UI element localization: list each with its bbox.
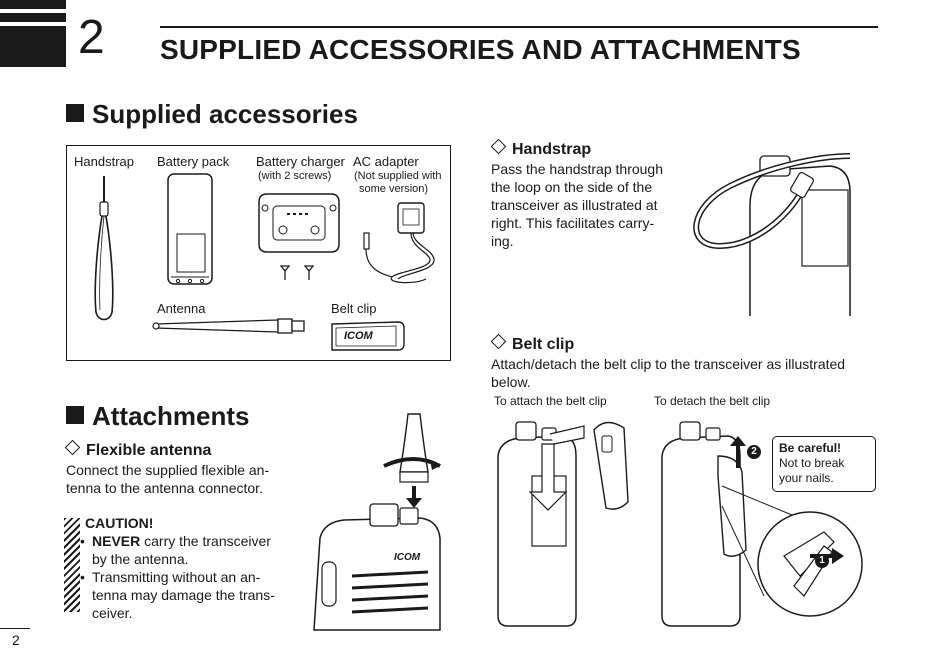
- radio-logo: ICOM: [394, 552, 421, 563]
- attachments-heading: Attachments: [66, 400, 249, 432]
- step-2-label: 2: [751, 446, 757, 457]
- supplied-accessories-heading: Supplied accessories: [66, 98, 358, 130]
- battery-charger-label: Battery charger: [256, 154, 345, 169]
- belt-clip-illustration: [331, 321, 405, 351]
- diamond-bullet-icon: [490, 138, 507, 155]
- caution-bullet: NEVER carry the transceiver by the anten…: [80, 532, 283, 568]
- belt-clip-heading: Belt clip: [490, 333, 574, 355]
- icom-logo: ICOM: [344, 330, 373, 342]
- square-bullet-icon: [66, 406, 84, 424]
- callout-line: Not to break: [779, 456, 845, 470]
- chapter-title: SUPPLIED ACCESSORIES AND ATTACHMENTS: [160, 34, 801, 65]
- caution-bullet: Transmitting without an an- tenna may da…: [80, 568, 283, 622]
- page-number: 2: [12, 632, 20, 648]
- chapter-rule: [160, 26, 878, 28]
- battery-charger-note: (with 2 screws): [258, 170, 332, 182]
- diamond-bullet-icon: [64, 439, 81, 456]
- flexible-antenna-heading: Flexible antenna: [64, 439, 211, 461]
- caution-list: NEVER carry the transceiver by the anten…: [80, 532, 283, 622]
- belt-clip-text: Attach/detach the belt clip to the trans…: [491, 356, 846, 390]
- accessories-box: [66, 145, 451, 361]
- be-careful-callout: Be careful! Not to break your nails.: [772, 436, 876, 492]
- flexible-antenna-text: Connect the supplied flexible an- tenna …: [66, 462, 270, 496]
- handstrap-illustration: [94, 176, 114, 321]
- detach-belt-clip-illustration: [661, 421, 863, 627]
- handstrap-text: Pass the handstrap through the loop on t…: [491, 161, 664, 249]
- step-1-label: 1: [819, 555, 825, 566]
- ac-adapter-illustration: [363, 202, 435, 284]
- antenna-label: Antenna: [157, 301, 206, 316]
- belt-clip-label: Belt clip: [331, 301, 377, 316]
- caution-title: CAUTION!: [85, 515, 154, 531]
- detach-caption: To detach the belt clip: [654, 394, 771, 408]
- callout-title: Be careful!: [779, 441, 842, 455]
- attach-caption: To attach the belt clip: [494, 394, 607, 408]
- handstrap-label: Handstrap: [74, 154, 134, 169]
- chapter-number: 2: [78, 11, 105, 64]
- callout-line: your nails.: [779, 471, 834, 485]
- step-2-marker: [747, 445, 761, 459]
- page-number-rule: [0, 628, 30, 629]
- ac-adapter-note-line-2: some version): [359, 183, 429, 195]
- chapter-tab-marker: [0, 0, 66, 67]
- antenna-attach-illustration: [313, 413, 441, 631]
- caution-hatch-bar: [64, 518, 80, 612]
- ac-adapter-note-line-1: (Not supplied with: [354, 170, 442, 182]
- step-1-marker: [815, 554, 829, 568]
- attach-belt-clip-illustration: [497, 421, 629, 627]
- ac-adapter-label: AC adapter: [353, 154, 419, 169]
- square-bullet-icon: [66, 104, 84, 122]
- handstrap-attach-illustration: [693, 153, 851, 316]
- battery-charger-illustration: [258, 193, 340, 280]
- antenna-illustration: [152, 318, 305, 334]
- battery-pack-illustration: [167, 173, 213, 285]
- diamond-bullet-icon: [490, 333, 507, 350]
- handstrap-heading: Handstrap: [490, 138, 591, 160]
- battery-pack-label: Battery pack: [157, 154, 230, 169]
